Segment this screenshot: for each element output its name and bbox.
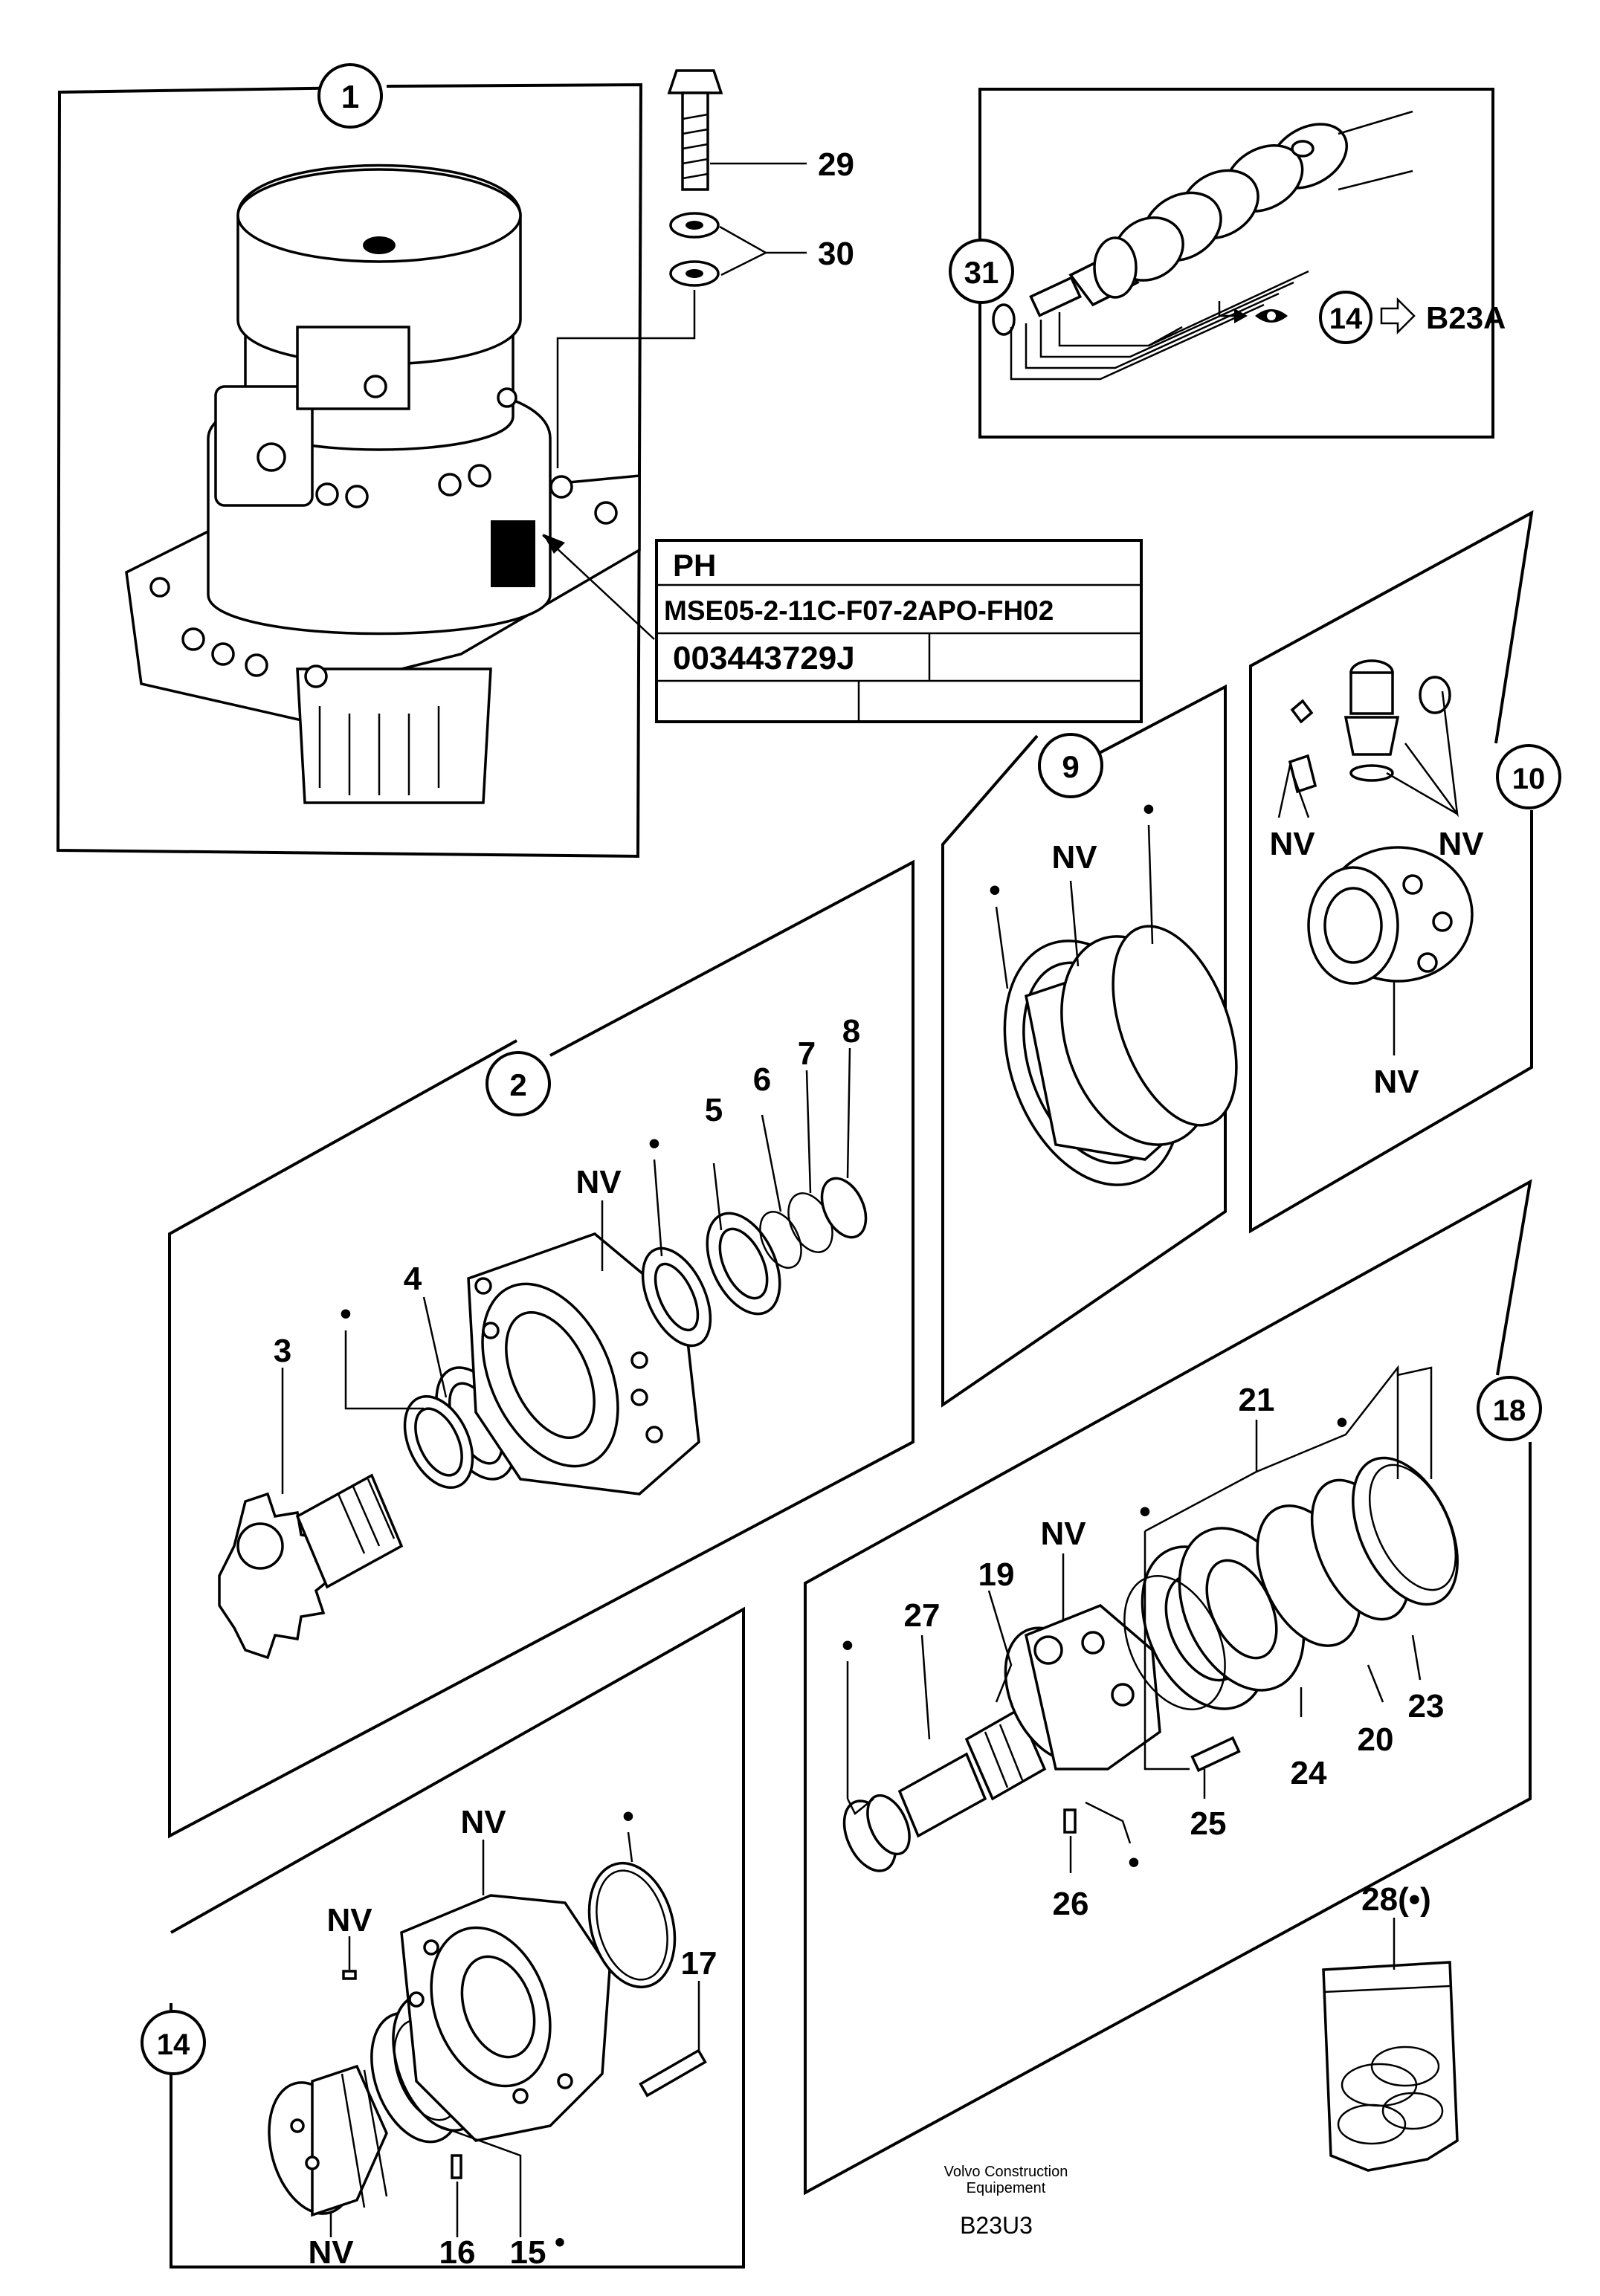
- nv-label-14a: NV: [326, 1902, 372, 1938]
- part-17: 17: [681, 1945, 717, 1982]
- dot-marker-14b: •: [555, 2226, 565, 2259]
- nameplate-table: PH MSE05-2-11C-F07-2APO-FH02 003443729J: [655, 539, 1143, 723]
- part-30: 30: [818, 236, 854, 272]
- group-31: 14 B23A 31: [949, 88, 1506, 439]
- part-3: 3: [274, 1333, 291, 1369]
- nameplate-row-1: PH: [673, 548, 716, 583]
- group-14-exploded-drawing: [268, 1831, 707, 2237]
- nv-label-9: NV: [1051, 839, 1097, 876]
- dot-marker-18d: •: [1128, 1844, 1139, 1881]
- washer-30-drawing: [556, 212, 807, 468]
- group-18-exploded-drawing: [842, 1365, 1459, 1873]
- dot-marker-18b: •: [1139, 1493, 1150, 1530]
- callout-9: 9: [1062, 749, 1079, 784]
- part-29: 29: [818, 146, 854, 183]
- part-4: 4: [404, 1261, 422, 1297]
- part-15: 15: [510, 2234, 546, 2271]
- group-2-exploded-drawing: [218, 1047, 868, 1660]
- dot-marker-14a: •: [622, 1798, 633, 1834]
- callout-14-reference: 14: [1329, 303, 1363, 335]
- group-10-exploded-drawing: [1277, 659, 1474, 1055]
- motor-assembly-drawing: [125, 164, 641, 804]
- group-1-assembly: 1 29 30: [56, 63, 854, 858]
- company-name-line-2: Equipement: [967, 2180, 1046, 2196]
- nv-label-18: NV: [1040, 1516, 1086, 1552]
- part-24: 24: [1291, 1755, 1327, 1791]
- part-27: 27: [904, 1597, 941, 1634]
- dot-marker-4a: •: [340, 1296, 351, 1332]
- part-28: 28(•): [1361, 1881, 1431, 1918]
- dot-marker-9b: •: [1143, 791, 1154, 827]
- bolt-29-drawing: [667, 69, 807, 191]
- dot-marker-18a: •: [842, 1627, 853, 1663]
- dot-marker-9a: •: [989, 872, 1000, 908]
- dot-marker-2: •: [648, 1125, 659, 1162]
- nameplate-row-3: 003443729J: [673, 640, 855, 676]
- nv-label-10a: NV: [1269, 826, 1315, 862]
- nv-label-14b: NV: [460, 1804, 506, 1840]
- group-10: 10 NV NV NV: [1249, 510, 1561, 1234]
- part-7: 7: [798, 1035, 816, 1072]
- callout-1: 1: [341, 79, 359, 115]
- callout-31: 31: [964, 255, 999, 290]
- reference-code: B23A: [1426, 300, 1506, 335]
- part-25: 25: [1190, 1805, 1227, 1842]
- part-19: 19: [978, 1556, 1015, 1593]
- seal-kit-28: [1322, 1918, 1459, 2172]
- group-9: 9 • NV •: [941, 684, 1238, 1408]
- nameplate-row-2: MSE05-2-11C-F07-2APO-FH02: [664, 595, 1054, 626]
- nv-label-2: NV: [575, 1164, 622, 1200]
- drawing-code: B23U3: [960, 2212, 1033, 2239]
- part-5: 5: [705, 1092, 723, 1128]
- company-name-line-1: Volvo Construction: [944, 2164, 1068, 2180]
- part-26: 26: [1053, 1886, 1089, 1922]
- part-8: 8: [842, 1013, 860, 1050]
- nv-label-10c: NV: [1373, 1064, 1419, 1100]
- part-16: 16: [439, 2234, 476, 2271]
- group-31-exploded-drawing: [992, 110, 1413, 381]
- nv-label-10b: NV: [1438, 826, 1484, 862]
- group-14: 14: [141, 1606, 745, 2271]
- dot-marker-18c: •: [1336, 1404, 1347, 1440]
- part-20: 20: [1358, 1721, 1394, 1758]
- callout-18: 18: [1493, 1394, 1526, 1427]
- group-9-exploded-drawing: [995, 824, 1238, 1186]
- callout-14: 14: [157, 2028, 190, 2061]
- part-21: 21: [1239, 1382, 1275, 1418]
- part-6: 6: [753, 1061, 771, 1098]
- group-18: 18: [804, 1179, 1542, 2196]
- callout-2: 2: [509, 1067, 526, 1102]
- nv-label-14c: NV: [308, 2234, 354, 2271]
- group-2: 2: [168, 859, 914, 1839]
- reference-arrow-icon: [1380, 297, 1416, 335]
- part-23: 23: [1408, 1688, 1445, 1724]
- callout-10: 10: [1512, 763, 1546, 795]
